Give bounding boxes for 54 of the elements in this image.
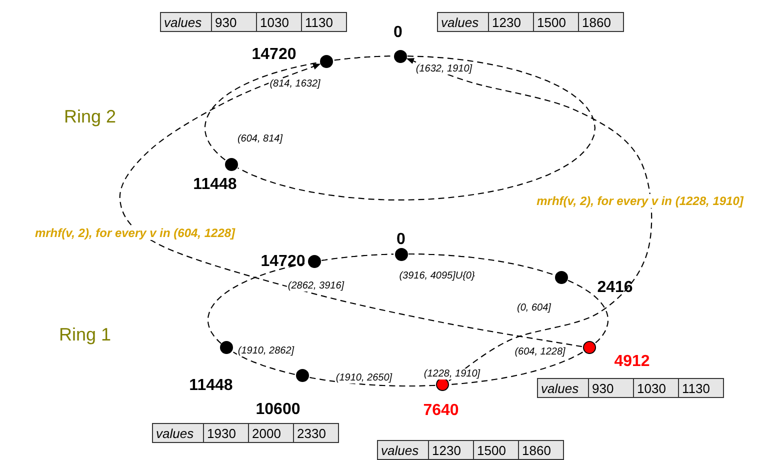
table-cell: 1930 xyxy=(203,423,249,443)
node-label: 11448 xyxy=(193,176,237,194)
table-cell: 1030 xyxy=(256,12,302,32)
table-cell: 2330 xyxy=(293,423,339,443)
edge-label: mrhf(v, 2), for every v in (604, 1228] xyxy=(34,226,236,240)
node-label: 11448 xyxy=(189,377,233,395)
ring-arc xyxy=(408,253,554,276)
ring-arc xyxy=(568,280,609,344)
ring-arc xyxy=(322,254,394,262)
ring-arc xyxy=(238,56,596,200)
range-label: (3916, 4095]U{0} xyxy=(398,270,476,282)
node-label: 14720 xyxy=(260,253,306,271)
table-cell: 1230 xyxy=(488,12,534,32)
node-label: 0 xyxy=(396,231,406,249)
ring-label: Ring 1 xyxy=(58,324,112,346)
ring-arc xyxy=(309,376,436,387)
range-label: (1228, 1910] xyxy=(422,368,482,380)
ring-arc xyxy=(233,352,295,375)
table-cell: 1500 xyxy=(533,12,579,32)
table-cell: values xyxy=(160,12,212,32)
table-cell: 1860 xyxy=(578,12,624,32)
range-label: (1632, 1910] xyxy=(414,64,474,74)
node-label: 10600 xyxy=(256,401,300,419)
table-cell: values xyxy=(377,440,429,460)
table-cell: 1130 xyxy=(301,12,347,32)
node-label: 14720 xyxy=(252,46,296,64)
range-label: (814, 1632] xyxy=(268,78,322,90)
range-label: (604, 1228] xyxy=(514,346,566,358)
range-label: (604, 814] xyxy=(236,134,284,144)
table-cell: 1500 xyxy=(473,440,519,460)
table-cell: values xyxy=(437,12,489,32)
range-label: (1910, 2862] xyxy=(236,346,296,356)
node-label: 0 xyxy=(394,24,402,42)
table-cell: 930 xyxy=(211,12,257,32)
range-label: (0, 604] xyxy=(516,302,552,314)
node-label: 4912 xyxy=(614,353,650,371)
table-cell: 1860 xyxy=(518,440,564,460)
table-cell: 1130 xyxy=(678,378,724,398)
range-label: (1910, 2650] xyxy=(334,372,394,384)
ring-arc xyxy=(450,352,583,386)
ring-arc xyxy=(334,56,392,61)
range-label: (2862, 3916] xyxy=(286,280,346,292)
arrow xyxy=(406,58,652,382)
node-label: 7640 xyxy=(423,402,459,420)
ring-label: Ring 2 xyxy=(64,106,116,128)
table-cell: 1230 xyxy=(428,440,474,460)
table-cell: 2000 xyxy=(248,423,294,443)
node-label: 2416 xyxy=(597,279,633,297)
table-cell: 930 xyxy=(588,378,634,398)
table-cell: values xyxy=(152,423,204,443)
table-cell: 1030 xyxy=(633,378,679,398)
arrow xyxy=(119,63,582,348)
table-cell: values xyxy=(537,378,589,398)
edge-label: mrhf(v, 2), for every v in (1228, 1910] xyxy=(536,194,744,208)
